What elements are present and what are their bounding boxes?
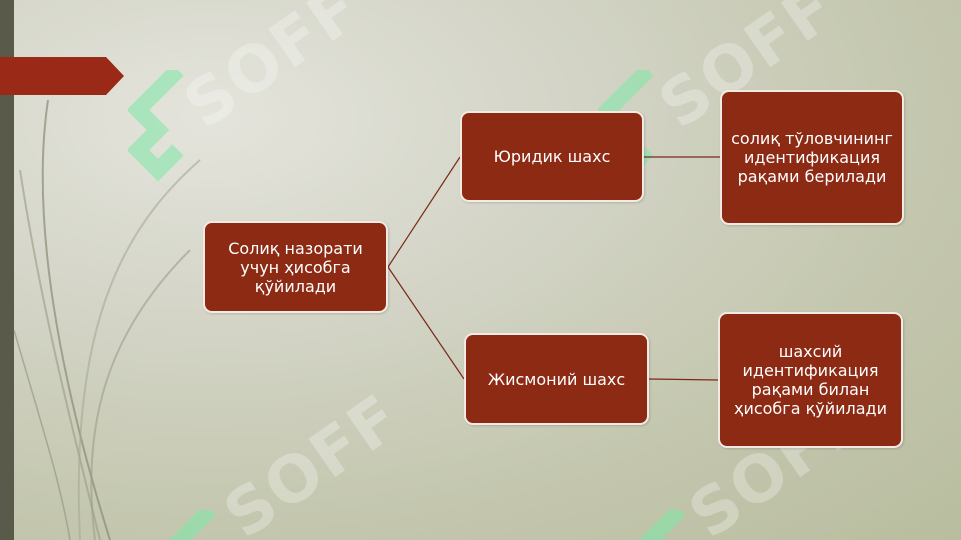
detail-node-label: солиқ тўловчининг идентификация рақами б… — [731, 129, 893, 186]
left-accent-bar — [0, 0, 14, 540]
watermark-logo-icon — [638, 510, 686, 540]
watermark-logo-icon — [128, 70, 184, 182]
watermark-logo-icon — [168, 510, 216, 540]
root-node-label: Солиқ назорати учун ҳисобга қўйилади — [228, 238, 363, 296]
branch-node-legal-entity: Юридик шахс — [460, 111, 644, 202]
branch-node-individual: Жисмоний шахс — [464, 333, 649, 425]
connector-root-individual — [387, 266, 465, 380]
title-ribbon — [0, 57, 124, 95]
connector-individual-detail — [648, 378, 719, 381]
branch-node-label: Жисмоний шахс — [487, 369, 626, 389]
detail-node-legal-entity: солиқ тўловчининг идентификация рақами б… — [720, 90, 904, 225]
connector-root-legal — [387, 156, 461, 268]
detail-node-individual: шахсий идентификация рақами билан ҳисобг… — [718, 312, 903, 448]
branch-node-label: Юридик шахс — [493, 147, 611, 166]
detail-node-label: шахсий идентификация рақами билан ҳисобг… — [733, 342, 888, 418]
root-node: Солиқ назорати учун ҳисобга қўйилади — [203, 221, 388, 313]
